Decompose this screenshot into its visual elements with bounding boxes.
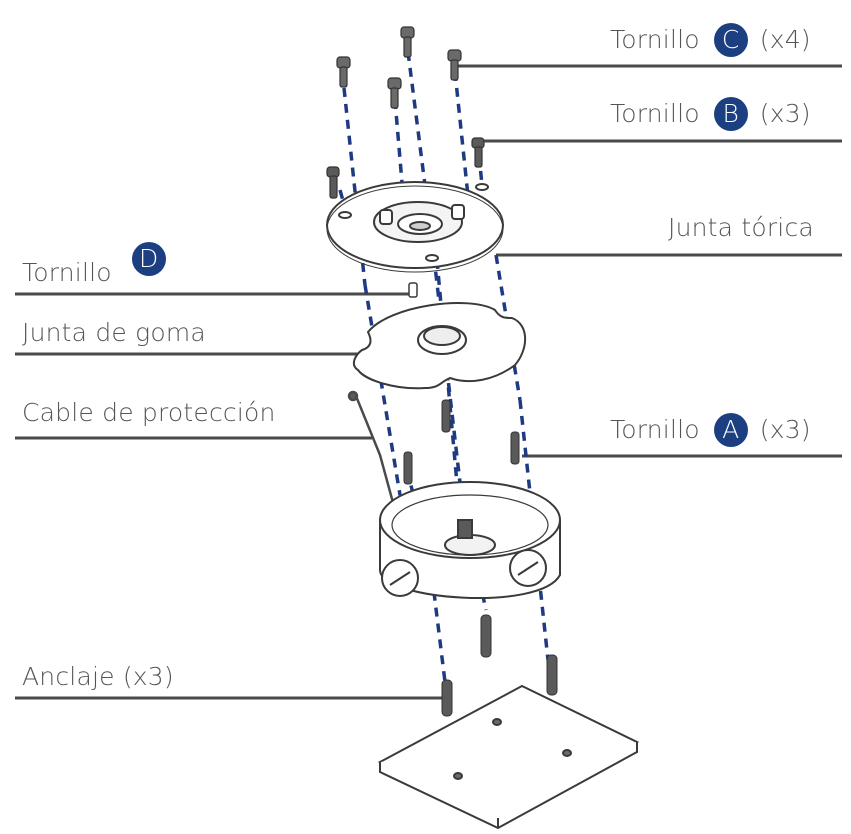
label-text: Tornillo: [610, 99, 700, 128]
junta-torica-plate: [326, 181, 504, 273]
screw-d: [408, 282, 418, 298]
quantity: (x3): [759, 415, 811, 444]
screw-icon: [447, 49, 462, 81]
screw-icon: [400, 26, 415, 58]
screw-icon: [387, 77, 402, 109]
label-tornillo-a: Tornillo A (x3): [610, 413, 811, 447]
screws-a: [403, 399, 520, 485]
screw-icon: [326, 166, 340, 199]
screw-icon: [403, 451, 413, 485]
screw-icon: [336, 56, 351, 88]
badge-b: B: [713, 97, 748, 131]
anchor-icon: [441, 679, 453, 717]
label-junta-torica: Junta tórica: [668, 213, 814, 243]
badge-d: D: [131, 242, 166, 276]
label-text: Tornillo: [22, 258, 112, 287]
screw-icon: [510, 431, 520, 465]
wall-surface: [377, 684, 640, 830]
label-cable-proteccion: Cable de protección: [22, 398, 276, 428]
label-tornillo-d: Tornillo D: [22, 242, 178, 290]
cable-proteccion: [347, 390, 397, 511]
screws-b: [326, 137, 485, 199]
label-tornillo-c: Tornillo C (x4): [610, 23, 811, 57]
junction-box: [379, 481, 561, 600]
label-tornillo-b: Tornillo B (x3): [610, 97, 811, 131]
label-text: Junta de goma: [22, 318, 206, 347]
anchors: [441, 614, 558, 717]
badge-c: C: [713, 23, 748, 57]
label-junta-goma: Junta de goma: [22, 318, 206, 348]
screw-icon: [471, 137, 485, 168]
label-text: Anclaje (x3): [22, 662, 174, 691]
screw-icon: [441, 399, 451, 433]
anchor-icon: [480, 614, 492, 658]
quantity: (x3): [759, 99, 811, 128]
label-text: Cable de protección: [22, 398, 276, 427]
leader-lines: [15, 64, 842, 700]
quantity: (x4): [759, 25, 811, 54]
screws-c: [336, 26, 462, 109]
junta-goma-gasket: [352, 302, 527, 390]
label-text: Tornillo: [610, 415, 700, 444]
label-anclaje: Anclaje (x3): [22, 662, 174, 692]
label-text: Junta tórica: [668, 213, 814, 242]
label-text: Tornillo: [610, 25, 700, 54]
anchor-icon: [546, 654, 558, 696]
badge-a: A: [713, 413, 748, 447]
